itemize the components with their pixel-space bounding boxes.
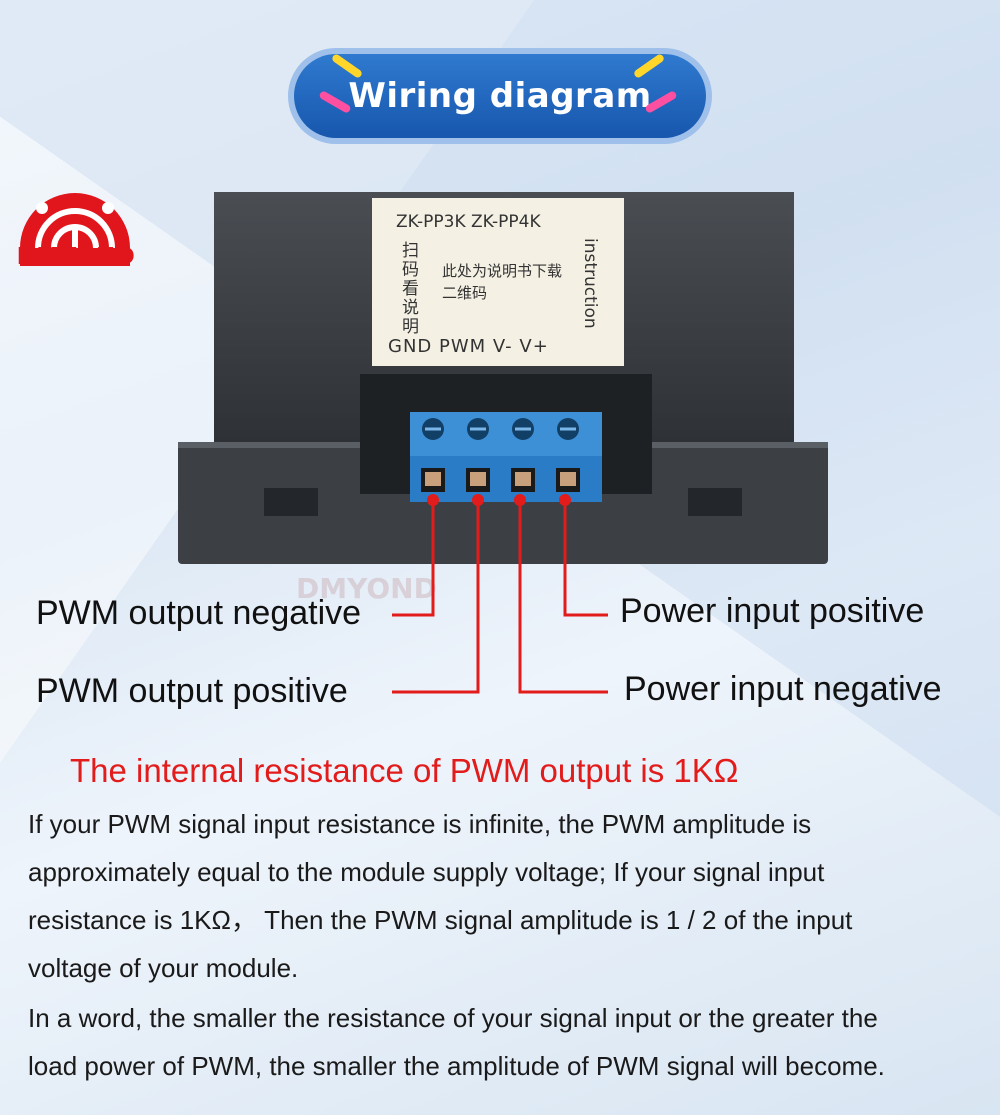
device-label: ZK-PP3K ZK-PP4K 扫码看说明 此处为说明书下载二维码 instru… xyxy=(372,198,624,366)
qr-note-text: 此处为说明书下载二维码 xyxy=(442,262,563,302)
pin-labels: GND PWM V- V+ xyxy=(388,336,549,357)
wire-pwm-negative xyxy=(392,500,435,617)
resistance-title: The internal resistance of PWM output is… xyxy=(70,752,739,789)
callout-pwm-output-positive: PWM output positive xyxy=(36,672,348,710)
brand-logo xyxy=(20,193,130,266)
model-text: ZK-PP3K ZK-PP4K xyxy=(396,212,541,232)
paragraph-line: load power of PWM, the smaller the ampli… xyxy=(28,1051,885,1081)
callout-power-input-negative: Power input negative xyxy=(624,670,942,708)
instruction-text: instruction xyxy=(580,238,600,329)
explanation-paragraph-2: In a word, the smaller the resistance of… xyxy=(28,994,988,1090)
wire-pwm-positive xyxy=(392,500,480,694)
watermark: DMYOND xyxy=(296,572,437,605)
paragraph-line: resistance is 1KΩ， Then the PWM signal a… xyxy=(28,905,853,935)
paragraph-line: In a word, the smaller the resistance of… xyxy=(28,1003,878,1033)
wire-power-negative xyxy=(518,500,608,694)
wire-power-positive xyxy=(563,500,608,617)
callout-pwm-output-negative: PWM output negative xyxy=(36,594,362,632)
callout-power-input-positive: Power input positive xyxy=(620,592,925,630)
paragraph-line: approximately equal to the module supply… xyxy=(28,857,825,887)
pwm-module-device xyxy=(178,192,828,564)
paragraph-line: voltage of your module. xyxy=(28,953,299,983)
explanation-paragraph-1: If your PWM signal input resistance is i… xyxy=(28,800,988,992)
brand-logo-text: DMYOND xyxy=(16,244,136,270)
scan-text: 扫码看说明 xyxy=(402,241,419,337)
paragraph-line: If your PWM signal input resistance is i… xyxy=(28,809,812,839)
